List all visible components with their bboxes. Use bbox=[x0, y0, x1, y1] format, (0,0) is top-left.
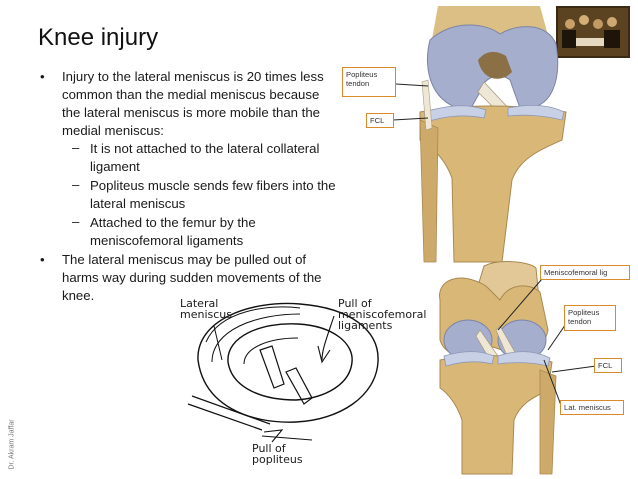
callout-fcl-bottom: FCL bbox=[594, 358, 622, 373]
bullet-text: Injury to the lateral meniscus is 20 tim… bbox=[62, 69, 324, 138]
subbullet-marker: – bbox=[72, 140, 80, 155]
callout-popliteus-tendon-top: Popliteus tendon bbox=[342, 67, 396, 97]
knee-posterior-illustration bbox=[439, 261, 557, 475]
subbullet-marker: – bbox=[72, 177, 80, 192]
sketch-label-lateral-meniscus: Lateral meniscus bbox=[180, 297, 232, 321]
callout-popliteus-tendon-bottom: Popliteus tendon bbox=[564, 305, 616, 331]
subbullet-text: Popliteus muscle sends few fibers into t… bbox=[90, 178, 336, 211]
corner-painting-image bbox=[556, 6, 630, 58]
sketch-label-pull-meniscofemoral: Pull of meniscofemoral ligaments bbox=[338, 297, 427, 332]
callout-meniscofemoral-lig: Meniscofemoral lig bbox=[540, 265, 630, 280]
subbullet-text: Attached to the femur by the meniscofemo… bbox=[90, 215, 256, 248]
slide-title: Knee injury bbox=[38, 24, 159, 51]
bullet-marker: • bbox=[40, 69, 45, 84]
bullet-marker: • bbox=[40, 252, 45, 267]
bullet-text: The lateral meniscus may be pulled out o… bbox=[62, 252, 322, 303]
meniscus-sketch bbox=[187, 302, 379, 443]
subbullet-marker: – bbox=[72, 214, 80, 229]
subbullet-text: It is not attached to the lateral collat… bbox=[90, 141, 320, 174]
knee-anterior-illustration bbox=[419, 6, 567, 263]
callout-leaders bbox=[392, 83, 597, 409]
callout-fcl-top: FCL bbox=[366, 113, 394, 128]
sketch-label-pull-popliteus: Pull of popliteus bbox=[252, 442, 303, 466]
callout-lat-meniscus: Lat. meniscus bbox=[560, 400, 624, 415]
